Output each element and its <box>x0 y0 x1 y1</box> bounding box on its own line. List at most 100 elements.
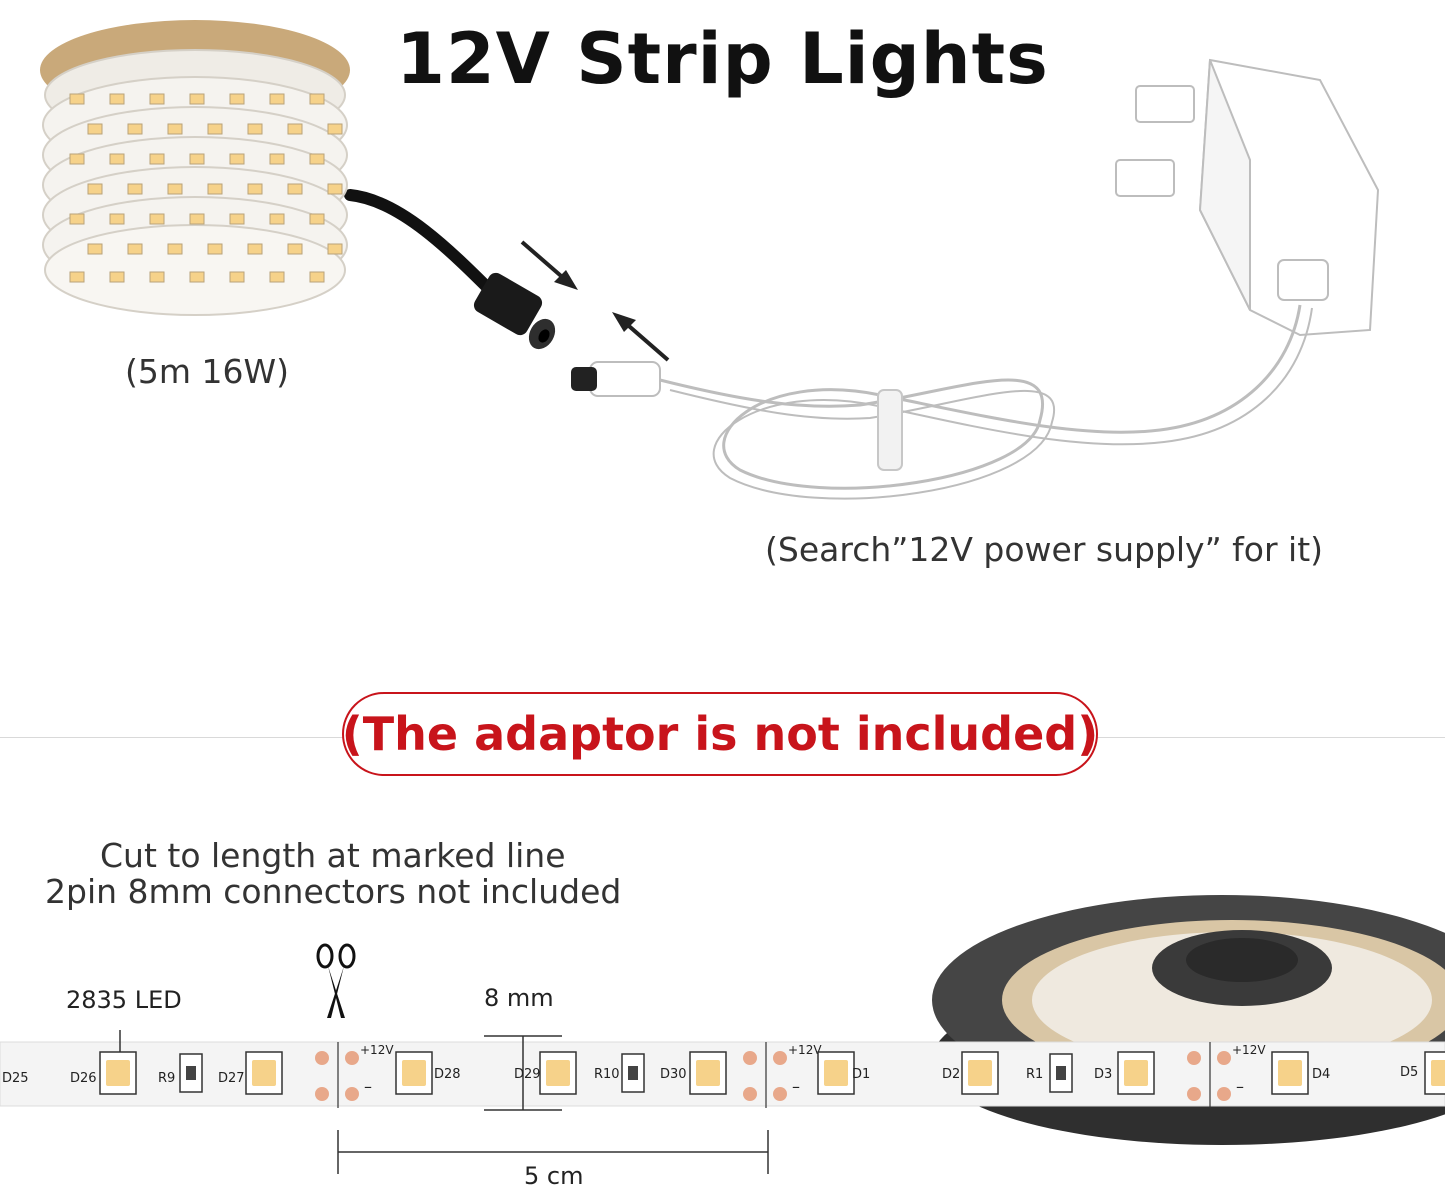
part-label: D1 <box>852 1067 870 1082</box>
led-strip-coil-image <box>40 20 556 350</box>
coil-led <box>167 183 183 195</box>
coil-led <box>269 213 285 225</box>
part-label: D5 <box>1400 1065 1418 1080</box>
part-label: D29 <box>514 1067 541 1082</box>
cut-note-line2: 2pin 8mm connectors not included <box>45 872 622 911</box>
led-strip-flat: D25 D26 R9 D27 +12V – D28 D29 R10 D30 +12V – D1 D2 R1 D… <box>0 1030 1445 1174</box>
solder-pad <box>1187 1051 1201 1065</box>
resistor <box>1056 1066 1066 1080</box>
smd-led <box>1124 1060 1148 1086</box>
coil-led <box>109 271 125 283</box>
minus-mark: – <box>1236 1077 1244 1096</box>
smd-led <box>968 1060 992 1086</box>
coil-led <box>247 183 263 195</box>
coil-led <box>269 93 285 105</box>
smd-led <box>1278 1060 1302 1086</box>
coil-led <box>309 271 325 283</box>
solder-pad <box>1217 1051 1231 1065</box>
coil-led <box>127 183 143 195</box>
power-supply-caption: (Search”12V power supply” for it) <box>765 530 1324 569</box>
coil-led <box>87 243 103 255</box>
part-label: D30 <box>660 1067 687 1082</box>
minus-mark: – <box>792 1077 800 1096</box>
coil-led <box>229 271 245 283</box>
coil-led <box>189 93 205 105</box>
resistor <box>628 1066 638 1080</box>
solder-pad <box>315 1087 329 1101</box>
plus-mark: +12V <box>788 1043 822 1057</box>
coil-led <box>309 153 325 165</box>
part-label: R9 <box>158 1071 175 1086</box>
part-label: D4 <box>1312 1067 1330 1082</box>
part-label: D26 <box>70 1071 97 1086</box>
coil-led <box>149 93 165 105</box>
solder-pad <box>1187 1087 1201 1101</box>
coil-led <box>287 183 303 195</box>
coil-led <box>149 271 165 283</box>
coil-led <box>207 183 223 195</box>
coil-led <box>149 213 165 225</box>
coil-led <box>69 271 85 283</box>
coil-led <box>327 183 343 195</box>
coil-led <box>69 153 85 165</box>
coil-led <box>269 271 285 283</box>
part-label: R10 <box>594 1067 620 1082</box>
part-label: D28 <box>434 1067 461 1082</box>
scissors-icon <box>316 943 356 1018</box>
coil-led <box>207 123 223 135</box>
solder-pad <box>773 1087 787 1101</box>
part-label: D27 <box>218 1071 245 1086</box>
coil-led <box>189 213 205 225</box>
coil-led <box>229 213 245 225</box>
smd-led <box>252 1060 276 1086</box>
coil-led <box>309 93 325 105</box>
coil-led <box>189 271 205 283</box>
coil-led <box>167 243 183 255</box>
adaptor-notice-text: (The adaptor is not included) <box>341 707 1099 761</box>
coil-led <box>109 213 125 225</box>
smd-led <box>824 1060 848 1086</box>
solder-pad <box>743 1051 757 1065</box>
arrow-out-icon <box>612 312 670 362</box>
part-label: R1 <box>1026 1067 1043 1082</box>
part-label: D25 <box>2 1071 29 1086</box>
smd-led <box>1431 1060 1445 1086</box>
coil-led <box>69 93 85 105</box>
smd-led <box>546 1060 570 1086</box>
coil-led <box>309 213 325 225</box>
plus-mark: +12V <box>1232 1043 1266 1057</box>
cut-note-line1: Cut to length at marked line <box>100 836 566 875</box>
adaptor-notice-badge: (The adaptor is not included) <box>342 692 1098 776</box>
coil-led <box>189 153 205 165</box>
coil-led <box>167 123 183 135</box>
strip-caption: (5m 16W) <box>125 352 290 391</box>
smd-led <box>106 1060 130 1086</box>
coil-led <box>247 123 263 135</box>
solder-pad <box>345 1051 359 1065</box>
solder-pad <box>773 1051 787 1065</box>
smd-led <box>402 1060 426 1086</box>
led-type-label: 2835 LED <box>66 986 182 1014</box>
coil-led <box>87 123 103 135</box>
solder-pad <box>345 1087 359 1101</box>
part-label: D3 <box>1094 1067 1112 1082</box>
coil-led <box>287 123 303 135</box>
part-label: D2 <box>942 1067 960 1082</box>
coil-led <box>229 93 245 105</box>
coil-led <box>327 123 343 135</box>
smd-led <box>696 1060 720 1086</box>
coil-led <box>109 93 125 105</box>
resistor <box>186 1066 196 1080</box>
solder-pad <box>743 1087 757 1101</box>
solder-pad <box>315 1051 329 1065</box>
coil-led <box>87 183 103 195</box>
coil-led <box>127 243 143 255</box>
coil-led <box>269 153 285 165</box>
coil-led <box>149 153 165 165</box>
coil-led <box>109 153 125 165</box>
plus-mark: +12V <box>360 1043 394 1057</box>
coil-led <box>229 153 245 165</box>
arrow-in-icon <box>520 240 578 290</box>
page-title: 12V Strip Lights <box>396 18 1049 100</box>
coil-led <box>327 243 343 255</box>
